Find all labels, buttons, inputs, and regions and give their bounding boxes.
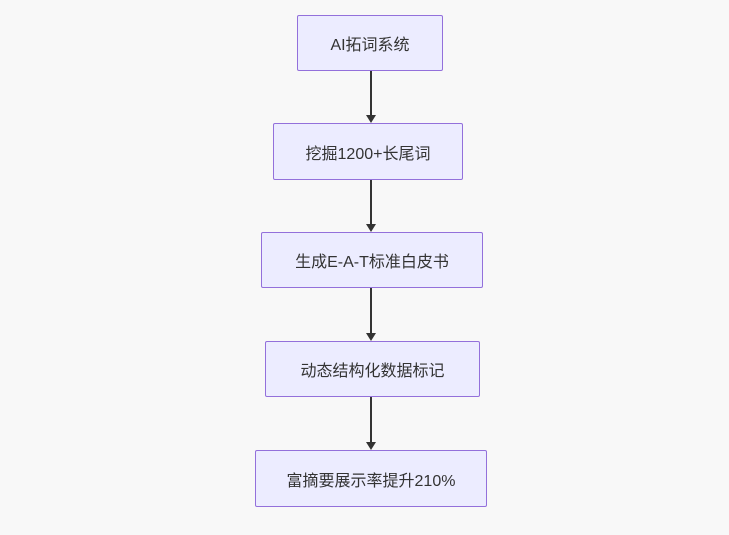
flow-arrow-1 (365, 71, 377, 123)
flow-node-label: AI拓词系统 (330, 37, 410, 54)
arrow-line (370, 397, 372, 443)
arrow-line (370, 71, 372, 116)
flow-node-label: 挖掘1200+长尾词 (305, 145, 431, 163)
flow-arrow-2 (365, 180, 377, 232)
flow-node-label: 生成E-A-T标准白皮书 (295, 254, 449, 271)
arrow-line (370, 180, 372, 225)
arrow-line (370, 288, 372, 334)
flow-node-eat-whitepaper: 生成E-A-T标准白皮书 (261, 232, 483, 288)
flow-arrow-3 (365, 288, 377, 341)
flow-arrow-4 (365, 397, 377, 450)
arrow-down-icon (366, 115, 376, 123)
flow-node-rich-snippet-result: 富摘要展示率提升210% (255, 450, 487, 507)
arrow-down-icon (366, 442, 376, 450)
arrow-down-icon (366, 224, 376, 232)
flow-node-ai-keyword-system: AI拓词系统 (297, 15, 443, 71)
flow-node-label: 富摘要展示率提升210% (286, 472, 456, 490)
flow-node-label: 动态结构化数据标记 (300, 363, 445, 380)
flow-node-structured-data: 动态结构化数据标记 (265, 341, 480, 397)
arrow-down-icon (366, 333, 376, 341)
flow-node-longtail-mining: 挖掘1200+长尾词 (273, 123, 463, 180)
